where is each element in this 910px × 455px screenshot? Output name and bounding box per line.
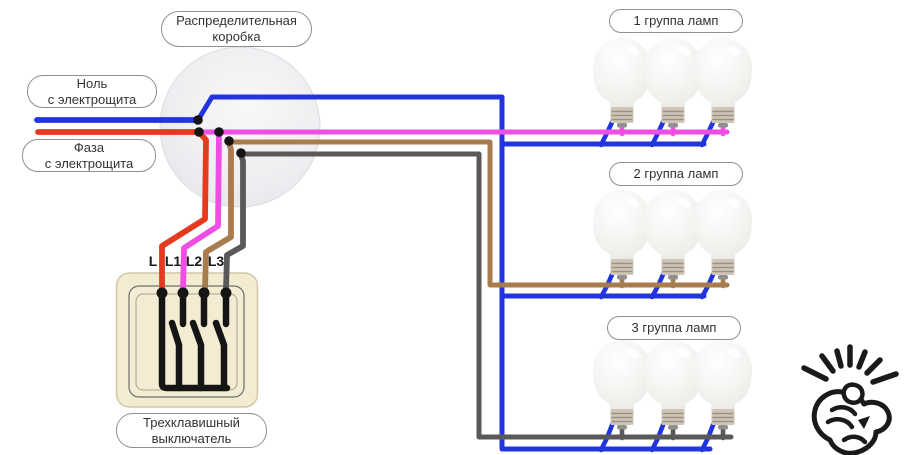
terminal-label-L2: L2	[186, 253, 203, 269]
neutral-feed-label: Ноль с электрощита	[27, 75, 157, 108]
phase-junction-dot	[194, 127, 204, 137]
lamp-group-2	[592, 189, 753, 281]
switch-blade-1	[168, 319, 183, 392]
curled-finger	[841, 382, 865, 405]
phase-feed-label-line2: с электрощита	[44, 155, 134, 171]
lamp-bulb	[643, 339, 703, 431]
lamp-group1-label: 1 группа ламп	[609, 9, 743, 33]
switch-label-line1: Трехклавишный	[143, 414, 240, 430]
phase-feed-label-line1: Фаза	[73, 139, 105, 155]
lamp-group3-label: 3 группа ламп	[607, 316, 741, 340]
neutral-feed-label-line1: Ноль	[76, 75, 108, 91]
distribution-box-label: Распределительная коробка	[161, 11, 312, 47]
terminal-dot-L	[156, 287, 168, 299]
lamp-bulb	[592, 37, 652, 129]
lamp-group-1	[592, 37, 753, 129]
group2-phase-bus	[226, 139, 730, 288]
terminal-label-L: L	[149, 253, 158, 269]
finger-detail-lines	[825, 404, 868, 445]
neutral-junction-dot	[193, 115, 203, 125]
snap-rays	[801, 344, 899, 385]
switch-schematic	[156, 287, 232, 392]
lamp-bulb	[643, 189, 703, 281]
switch-L2-wire	[202, 139, 234, 293]
switch-label-line2: выключатель	[151, 430, 232, 446]
phase-wiring	[35, 129, 209, 293]
group2-junction-dot	[224, 136, 234, 146]
lamp-bulb	[643, 37, 703, 129]
group3-junction-dot	[236, 148, 246, 158]
phase-feed-label: Фаза с электрощита	[22, 139, 156, 172]
switch-blade-2	[189, 319, 205, 392]
switch-common-bus	[158, 289, 231, 392]
terminal-labels: L L1 L2 L3	[149, 253, 225, 269]
lamp-bulb	[693, 37, 753, 129]
distribution-box-label-line2: коробка	[212, 29, 261, 44]
phase-to-switch-wire	[159, 129, 209, 293]
terminal-dot-L2	[198, 287, 210, 299]
switch-L1-wire	[180, 130, 222, 293]
switch-L3-wire	[223, 151, 246, 293]
group1-junction-dot	[214, 127, 224, 137]
neutral-trunk-wire	[195, 94, 713, 452]
terminal-label-L3: L3	[208, 253, 225, 269]
snap-fingers-icon	[801, 344, 899, 455]
group3-phase-bus	[238, 151, 734, 440]
terminal-label-L1: L1	[165, 253, 182, 269]
switch-blade-3	[212, 319, 228, 392]
finger-gap-accent	[858, 416, 870, 429]
distribution-box	[159, 46, 321, 208]
switch-label: Трехклавишный выключатель	[116, 413, 267, 448]
neutral-feed-label-line2: с электрощита	[47, 91, 137, 107]
lamp-bulb	[592, 339, 652, 431]
junction-dots	[193, 115, 246, 158]
terminal-dot-L3	[220, 287, 232, 299]
distribution-box-label-line1: Распределительная	[176, 13, 297, 29]
lamp-group-3	[592, 339, 753, 431]
lamp-bulb	[592, 189, 652, 281]
terminal-dot-L1	[177, 287, 189, 299]
lamp-bulb	[693, 339, 753, 431]
lamp-group2-label: 2 группа ламп	[609, 162, 743, 186]
lamp-bulb	[693, 189, 753, 281]
